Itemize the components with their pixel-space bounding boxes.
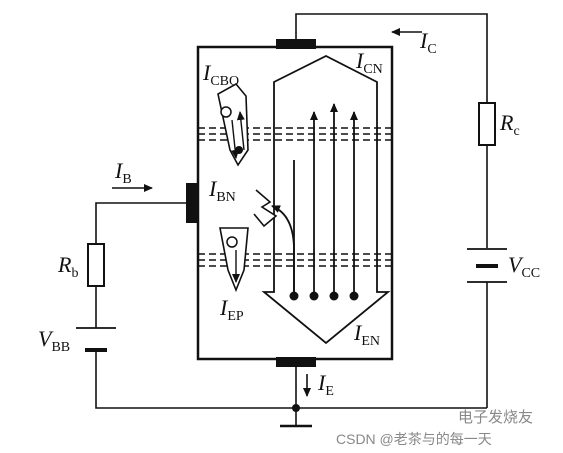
iep-label: IEP [219, 295, 244, 324]
electron-flow-arrow [261, 54, 391, 345]
icbo-label: ICBO [202, 60, 239, 89]
ibn-arrow [253, 189, 278, 228]
resistor-rc [478, 102, 496, 146]
watermark-csdn: CSDN @老茶与的每一天 [336, 431, 492, 447]
circuit-wires [95, 13, 488, 425]
ibn-label: IBN [208, 176, 236, 205]
resistor-rb [87, 243, 105, 287]
icbo-hole [220, 106, 232, 118]
ic-label: IC [419, 28, 437, 57]
electron-flow-lines [293, 103, 358, 296]
ib-label: IB [114, 158, 132, 187]
battery-vbb [76, 327, 116, 352]
ie-label: IE [317, 370, 334, 399]
ien-label: IEN [353, 320, 380, 349]
emitter-electrode [276, 357, 316, 367]
collector-electrode [276, 39, 316, 49]
base-electrode [186, 183, 198, 223]
icbo-electron [235, 146, 243, 154]
icn-label: ICN [355, 48, 383, 77]
rc-label: Rc [499, 110, 520, 139]
vbb-label: VBB [38, 326, 70, 355]
junction-dot [292, 404, 300, 412]
battery-vcc [467, 248, 507, 283]
recombination-curve [271, 205, 295, 296]
iep-hole [226, 236, 238, 248]
electron-dots [289, 291, 359, 301]
watermark-logo: 电子发烧友 [458, 409, 533, 426]
vcc-label: VCC [508, 252, 540, 281]
rb-label: Rb [57, 252, 78, 281]
